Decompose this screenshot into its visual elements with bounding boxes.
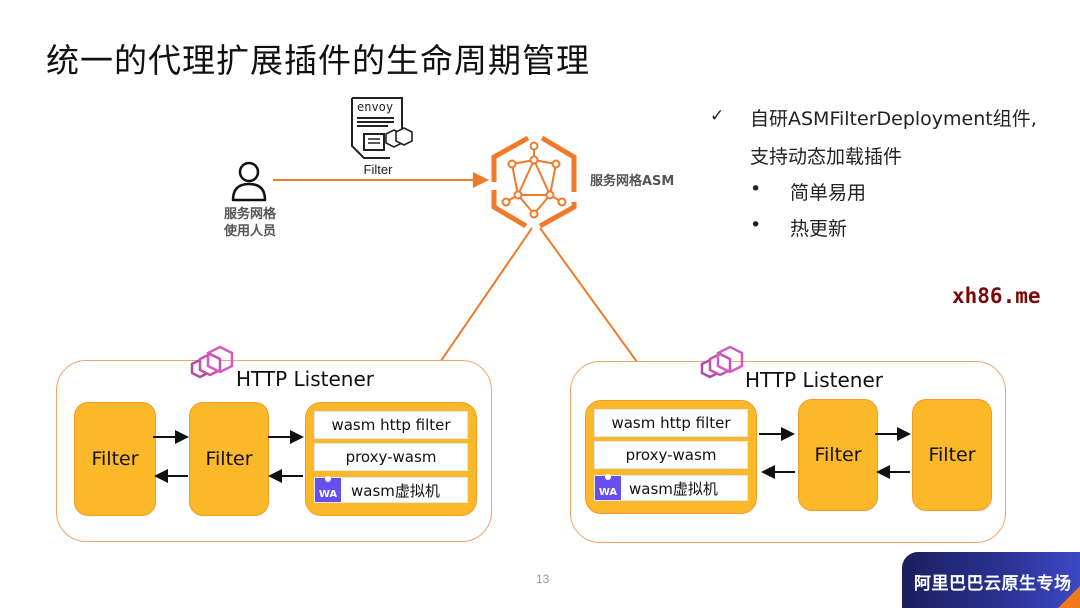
wasm-vm-row: WA wasm虚拟机: [314, 476, 468, 503]
bullet-icon: •: [750, 214, 762, 236]
webassembly-icon: WA: [595, 474, 621, 500]
user-label-line2: 使用人员: [223, 224, 276, 239]
envoy-filter-label: Filter: [363, 162, 393, 177]
asm-node: [486, 132, 582, 237]
envoy-hexagon-icon: [188, 344, 238, 387]
wasm-filter-stack-left: wasm http filter proxy-wasm WA wasm虚拟机: [305, 402, 477, 516]
notes-main-line1: 自研ASMFilterDeployment组件,: [750, 108, 1037, 130]
watermark: xh86.me: [952, 284, 1041, 308]
bullet-icon: •: [750, 178, 762, 200]
banner-text: 阿里巴巴云原生专场: [914, 574, 1072, 594]
envoy-hexagon-icon: [698, 344, 748, 387]
left-flow-arrows: [153, 430, 304, 483]
notes-sub-item: 简单易用: [790, 182, 867, 204]
wasm-vm-row: WA wasm虚拟机: [594, 474, 748, 501]
listener-title: HTTP Listener: [745, 368, 884, 392]
user-label: 服务网格 使用人员: [205, 206, 295, 240]
filter-box[interactable]: Filter: [74, 402, 156, 516]
user-icon: [231, 161, 267, 202]
service-mesh-user: [229, 160, 269, 207]
envoy-document-icon: envoy: [351, 97, 413, 159]
proxy-wasm-row: proxy-wasm: [314, 443, 468, 471]
banner-corner-accent: [1058, 586, 1080, 608]
wasm-http-filter-row: wasm http filter: [314, 411, 468, 439]
slide-title: 统一的代理扩展插件的生命周期管理: [46, 41, 590, 80]
wasm-vm-label: wasm虚拟机: [629, 479, 718, 498]
filter-box[interactable]: Filter: [189, 402, 269, 516]
user-label-line1: 服务网格: [223, 207, 276, 222]
event-banner: 阿里巴巴云原生专场: [902, 552, 1080, 608]
right-flow-arrows: [759, 427, 911, 479]
asm-label: 服务网格ASM: [590, 174, 675, 189]
filter-box[interactable]: Filter: [798, 399, 878, 511]
filter-box[interactable]: Filter: [912, 399, 992, 511]
envoy-doc-label: envoy: [357, 100, 393, 114]
wasm-vm-label: wasm虚拟机: [351, 481, 440, 500]
notes-main-line2: 支持动态加载插件: [750, 146, 903, 168]
proxy-wasm-row: proxy-wasm: [594, 441, 748, 469]
page-number: 13: [536, 572, 550, 586]
listener-title: HTTP Listener: [236, 367, 375, 391]
wasm-filter-stack-right: wasm http filter proxy-wasm WA wasm虚拟机: [585, 400, 757, 514]
check-icon: ✓: [710, 106, 725, 126]
wasm-http-filter-row: wasm http filter: [594, 409, 748, 437]
notes-sub-item: 热更新: [790, 218, 848, 240]
envoy-filter: envoy: [350, 96, 420, 165]
asm-hexagon-network-icon: [491, 135, 577, 229]
webassembly-icon: WA: [315, 476, 341, 502]
